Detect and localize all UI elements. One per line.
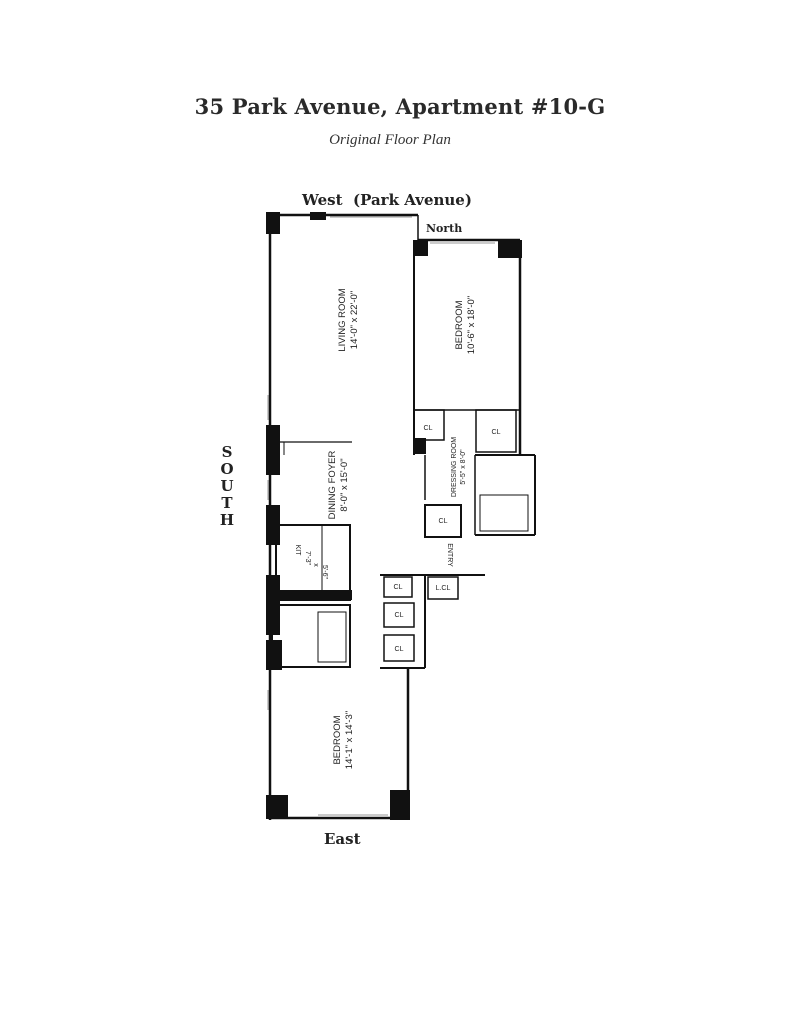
dressing-size: 5'-5" x 8'-0"	[460, 449, 467, 485]
pier	[266, 640, 282, 670]
living-room-size: 14'-0" x 22'-0"	[349, 291, 360, 349]
piers	[266, 212, 522, 820]
kitchen-name: KIT	[294, 545, 301, 557]
compass-north-label: North	[426, 222, 463, 235]
dining-size: 8'-0" x 15'-0"	[339, 458, 350, 511]
page-subtitle: Original Floor Plan	[329, 132, 451, 148]
closet-label: CL	[492, 429, 501, 436]
pier	[266, 212, 280, 234]
dressing-name: DRESSING ROOM	[451, 437, 458, 497]
closet-bedroom-1	[413, 409, 445, 441]
kitchen-by: x	[312, 563, 319, 567]
bedroom-north-name: BEDROOM	[454, 300, 465, 349]
room-living: LIVING ROOM 14'-0" x 22'-0"	[337, 288, 360, 351]
living-room-name: LIVING ROOM	[337, 288, 348, 351]
closet-label: CL	[395, 646, 404, 653]
room-entry: ENTRY	[446, 543, 453, 567]
bedroom-north-size: 10'-6" x 18'-0"	[466, 296, 477, 354]
tub-south	[317, 611, 347, 663]
closet-corridor-3	[383, 634, 415, 662]
pier	[414, 240, 428, 256]
walls	[268, 213, 536, 820]
page-title: 35 Park Avenue, Apartment #10-G	[194, 94, 606, 119]
closet-corridor-1	[383, 576, 413, 598]
compass-east-label: East	[324, 830, 361, 848]
room-kitchen: KIT 7'-3" x 5'-6"	[294, 545, 328, 580]
room-dressing: DRESSING ROOM 5'-5" x 8'-0"	[451, 437, 467, 497]
pier	[390, 790, 410, 820]
windows	[267, 216, 495, 816]
closet-entry	[424, 504, 462, 538]
bedroom-south-size: 14'-1" x 14'-3"	[344, 711, 355, 769]
pier	[266, 575, 280, 635]
south-letter: O	[220, 460, 234, 478]
room-bedroom-south: BEDROOM 14'-1" x 14'-3"	[332, 711, 355, 769]
closet-bedroom-2	[475, 409, 517, 453]
compass-west-label: West (Park Avenue)	[302, 191, 472, 209]
room-dining: DINING FOYER 8'-0" x 15'-0"	[327, 451, 350, 520]
tub-north	[479, 494, 529, 532]
pier	[266, 505, 280, 545]
closet-corridor-2	[383, 602, 415, 628]
pier	[414, 438, 426, 454]
pier	[310, 212, 326, 220]
closet-label: CL	[395, 612, 404, 619]
closet-linen	[427, 576, 459, 600]
south-letter: U	[220, 477, 234, 495]
pier	[276, 590, 352, 600]
south-letter: H	[219, 511, 235, 529]
closet-label: CL	[424, 425, 433, 432]
closet-label: CL	[439, 518, 448, 525]
entry-name: ENTRY	[446, 543, 453, 567]
kitchen-size: 7'-3"	[304, 551, 311, 565]
pier	[498, 240, 522, 258]
room-bedroom-north: BEDROOM 10'-6" x 18'-0"	[454, 296, 477, 354]
kitchen-size-2: 5'-6"	[321, 565, 328, 579]
closet-labels: CL CL CL L.CL CL CL CL	[394, 425, 501, 653]
compass-south-label: S O U T H	[218, 444, 236, 529]
pier	[266, 795, 288, 819]
south-letter: T	[221, 494, 233, 512]
bath-south	[271, 604, 351, 668]
linen-closet-label: L.CL	[436, 585, 451, 592]
pier	[266, 425, 280, 475]
bedroom-south-name: BEDROOM	[332, 715, 343, 764]
south-letter: S	[221, 443, 233, 461]
dining-name: DINING FOYER	[327, 451, 338, 520]
closet-label: CL	[394, 584, 403, 591]
